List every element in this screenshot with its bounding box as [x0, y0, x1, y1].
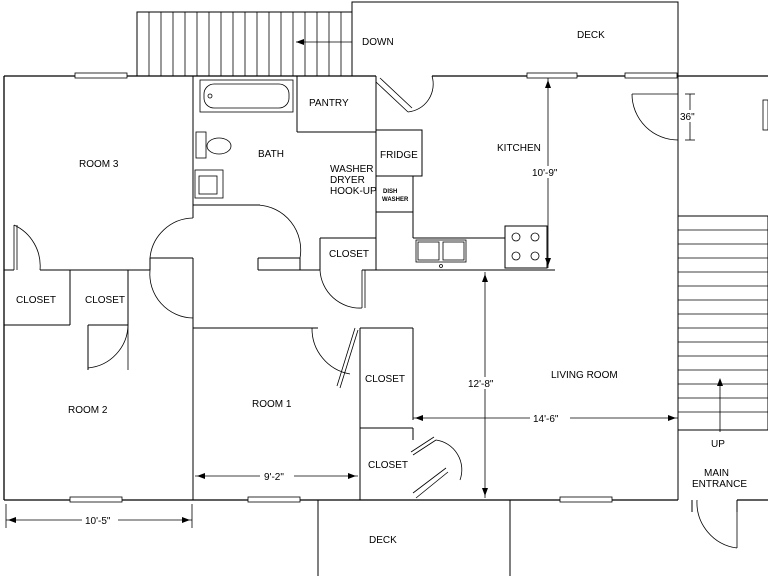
down-label: DOWN: [362, 37, 394, 48]
deck-top-label: DECK: [577, 30, 605, 41]
room1-width-dimension: [195, 470, 358, 482]
room2-label: ROOM 2: [68, 405, 108, 416]
room2-width-dimension: [5, 504, 193, 528]
dishwasher-label-line2: WASHER: [382, 197, 409, 203]
deck-bottom: [317, 500, 511, 576]
toilet: [195, 131, 232, 159]
washer-label-line2: DRYER: [330, 175, 365, 186]
kitchen-height-text: 10'-9": [532, 168, 558, 179]
washer-label-line3: HOOK-UP: [330, 186, 377, 197]
up-label: UP: [711, 439, 725, 450]
living-height-text: 12'-8": [468, 379, 494, 390]
main-entrance-label-line2: ENTRANCE: [692, 479, 747, 490]
room3-label: ROOM 3: [79, 159, 119, 170]
closet-room1-bottom-label: CLOSET: [368, 460, 408, 471]
washer-label-line1: WASHER: [330, 164, 374, 175]
dishwasher: [375, 175, 500, 239]
deck-bottom-label: DECK: [369, 535, 397, 546]
kitchen-sink: [415, 239, 467, 268]
closet-b-label: CLOSET: [85, 295, 125, 306]
doors: [13, 75, 738, 549]
closet-hall-label: CLOSET: [329, 249, 369, 260]
stairs-down: [136, 11, 353, 77]
closet-room1-top-label: CLOSET: [365, 374, 405, 385]
interior-walls: [4, 76, 768, 500]
exterior-walls: [3, 75, 768, 501]
dishwasher-label-line1: DISH: [383, 189, 397, 195]
entrance-walls: [691, 500, 738, 512]
kitchen-height-dimension: [530, 78, 566, 268]
living-height-dimension: [466, 272, 504, 498]
bathtub: [199, 79, 294, 113]
room1-width-text: 9'-2": [264, 472, 284, 483]
living-width-dimension: [413, 412, 678, 424]
living-width-text: 14'-6": [533, 414, 559, 425]
main-entrance-label-line1: MAIN: [704, 468, 729, 479]
kitchen-label: KITCHEN: [497, 143, 541, 154]
living-room-label: LIVING ROOM: [551, 370, 618, 381]
stove: [504, 225, 548, 269]
door-width-text: 36": [680, 112, 695, 123]
fridge-label: FRIDGE: [380, 150, 418, 161]
deck-top: [351, 1, 679, 76]
stairs-up: [677, 215, 768, 432]
bath-label: BATH: [258, 149, 284, 160]
bath-sink: [194, 169, 224, 199]
windows: [69, 72, 768, 503]
room1-label: ROOM 1: [252, 399, 292, 410]
pantry-label: PANTRY: [309, 98, 349, 109]
door-width-dimension: [680, 93, 700, 141]
closet-a-label: CLOSET: [16, 295, 56, 306]
room2-width-text: 10'-5": [85, 516, 111, 527]
